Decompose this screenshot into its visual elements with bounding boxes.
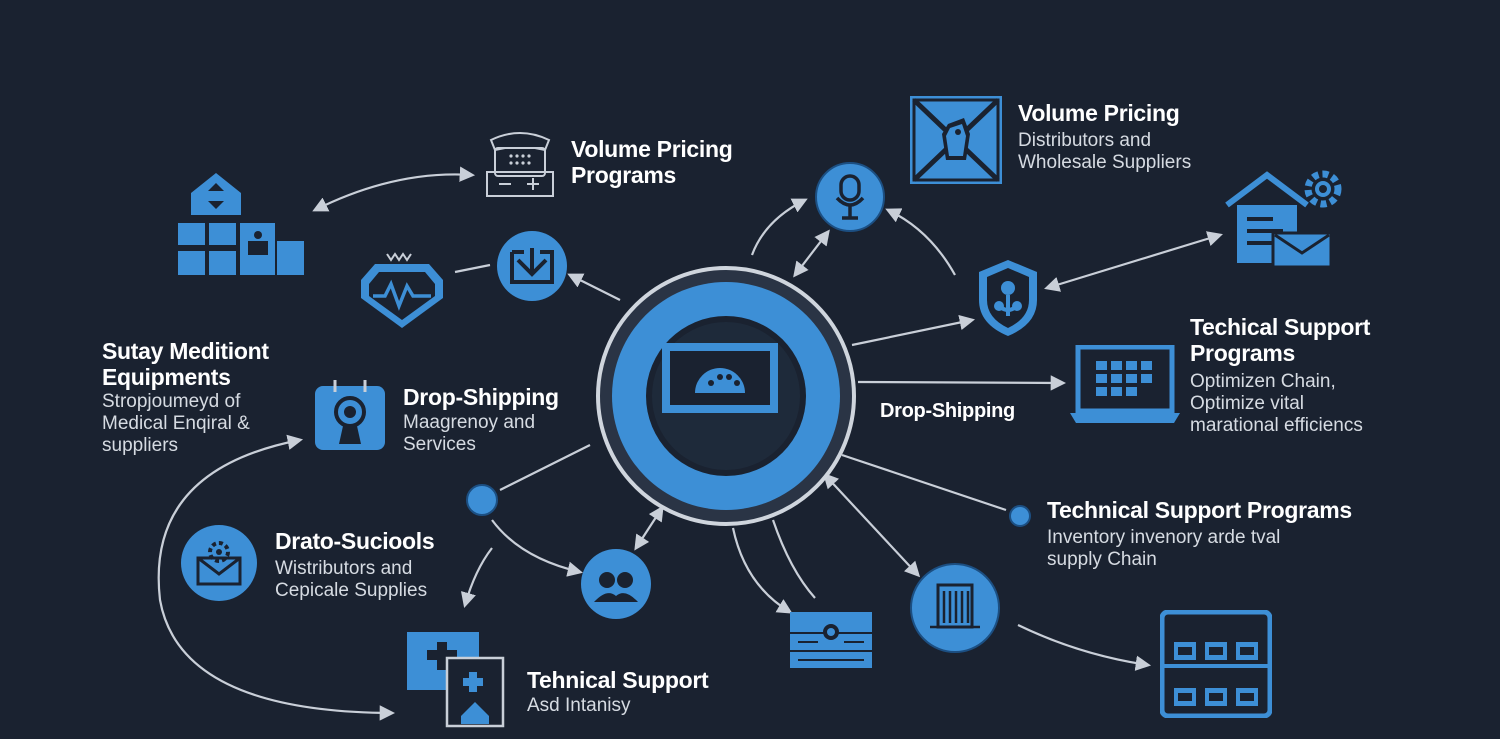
label-volume-pricing-programs: Volume Pricing Programs	[571, 136, 733, 189]
edge-dot-group	[491, 519, 583, 577]
title: Tehnical Support	[527, 667, 709, 693]
title: Volume Pricing	[1018, 100, 1180, 126]
label-sutay: Sutay Meditiont Equipments Stropjoumeyd …	[102, 338, 269, 456]
edge-warehouse-phone	[312, 166, 476, 212]
telephone-keypad-icon	[486, 132, 554, 197]
edge-building-server	[1017, 624, 1152, 671]
title: Programs	[571, 162, 676, 189]
envelope-gear-icon	[181, 525, 257, 601]
edge-hub-laptop	[857, 375, 1067, 391]
label-drop-shipping-center: Drop-Shipping	[880, 400, 1015, 423]
subtitle: Optimize vital	[1190, 392, 1305, 414]
title: Techical Support	[1190, 314, 1371, 340]
monitor-gauge-icon	[596, 266, 856, 526]
edge-hub-badge	[851, 314, 976, 347]
label-drop-shipping-left: Drop-Shipping Maagrenoy and Services	[403, 384, 559, 456]
label-tehnical-support: Tehnical Support Asd Intanisy	[527, 667, 709, 717]
subtitle: Inventory invenory arde tval	[1047, 527, 1281, 549]
laptop-grid-icon	[1070, 345, 1180, 423]
house-document-gear-icon	[1225, 170, 1342, 269]
edge-hub-building	[822, 472, 921, 578]
id-badge-icon	[315, 380, 385, 450]
edge-group-hub	[634, 505, 664, 551]
title: Sutay Meditiont	[102, 338, 269, 364]
title: Drato-Suciools	[275, 528, 435, 554]
subtitle: supply Chain	[1047, 549, 1157, 571]
edge-hub-mic-a	[750, 198, 808, 256]
edge-shield-inbox	[454, 263, 491, 274]
subtitle: Stropjoumeyd of	[102, 390, 241, 412]
edge-hub-inbox	[567, 273, 621, 301]
label-volume-pricing-top: Volume Pricing Distributors and Wholesal…	[1018, 100, 1191, 174]
subtitle: Asd Intanisy	[527, 695, 631, 717]
building-icon	[910, 563, 1000, 653]
subtitle: Maagrenoy and	[403, 412, 536, 434]
label-technical-support-programs-right: Techical Support Programs Optimizen Chai…	[1190, 314, 1370, 436]
title: Technical Support Programs	[1047, 497, 1352, 523]
edge-hub-cash-a	[731, 527, 793, 614]
microphone-icon	[815, 162, 885, 232]
label-drato: Drato-Suciools Wistributors and Cepicale…	[275, 528, 435, 602]
subtitle: Optimizen Chain,	[1190, 370, 1336, 392]
title: Programs	[1190, 340, 1295, 367]
connector-dot-left	[466, 484, 498, 516]
edge-hub-mic-b	[793, 229, 830, 278]
subtitle: Wistributors and	[275, 558, 413, 580]
edge-dot-down	[460, 547, 493, 608]
subtitle: Services	[403, 434, 476, 456]
subtitle: marational efficiencs	[1190, 414, 1363, 436]
title: Drop-Shipping	[403, 384, 559, 410]
subtitle: suppliers	[102, 434, 179, 456]
medical-cross-house-icon	[407, 632, 505, 728]
edge-left-loop-bottom	[157, 434, 396, 721]
inbox-tray-icon	[497, 231, 567, 301]
title: Drop-Shipping	[880, 400, 1015, 422]
subtitle: Wholesale Suppliers	[1018, 152, 1192, 174]
server-rack-icon	[1160, 610, 1272, 718]
shield-heartbeat-icon	[361, 252, 443, 328]
edge-badge-house	[1044, 231, 1223, 292]
cash-stack-icon	[790, 612, 872, 668]
subtitle: Medical Enqiral &	[102, 412, 250, 434]
price-tag-crate-icon	[910, 96, 1002, 184]
subtitle: Distributors and	[1018, 130, 1152, 152]
label-technical-support-programs-lower: Technical Support Programs Inventory inv…	[1047, 497, 1352, 571]
edge-hub-techsupport	[841, 453, 1007, 512]
edge-hub-cash-b	[771, 519, 816, 599]
security-badge-icon	[979, 260, 1037, 336]
group-icon	[581, 549, 651, 619]
edge-badge-mic	[885, 208, 956, 276]
subtitle: Cepicale Supplies	[275, 580, 428, 602]
warehouse-boxes-icon	[178, 173, 304, 275]
edge-hub-smalldot	[499, 444, 591, 491]
title: Volume Pricing	[571, 136, 733, 162]
connector-dot-right	[1009, 505, 1031, 527]
title: Equipments	[102, 364, 231, 391]
